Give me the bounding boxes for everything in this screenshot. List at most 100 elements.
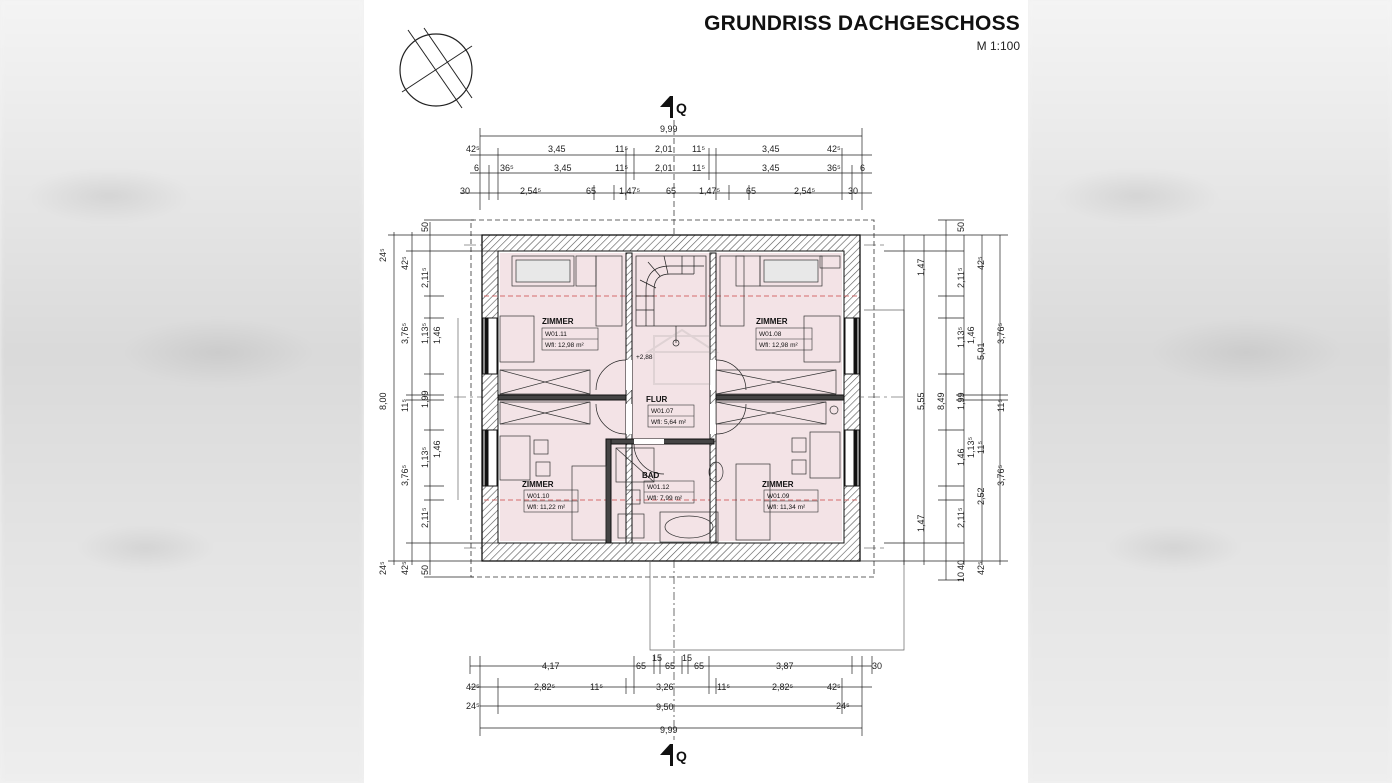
dim-label: 50 bbox=[956, 222, 966, 232]
dim-label: 30 bbox=[460, 186, 470, 196]
dim-label: 42⁵ bbox=[827, 144, 841, 154]
dim-label: 15 bbox=[682, 653, 692, 663]
dimension-labels-top: 9,99 42⁵ 3,45 11⁵ 2,01 11⁵ 3,45 42⁵ 6 36… bbox=[460, 124, 865, 196]
dim-label: 36⁵ bbox=[500, 163, 514, 173]
dim-label: 1,13⁵ bbox=[956, 326, 966, 348]
dim-label: 50 bbox=[420, 565, 430, 575]
dim-label: 42⁵ bbox=[827, 682, 841, 692]
room-label-w0110: ZIMMER W01.10 Wfl: 11,22 m² bbox=[522, 480, 579, 513]
dimension-lines-bottom bbox=[469, 656, 873, 736]
room-label-w0111: ZIMMER W01.11 Wfl: 12,98 m² bbox=[541, 317, 599, 351]
dim-label: 11⁵ bbox=[400, 399, 410, 412]
room-name: ZIMMER bbox=[542, 317, 574, 326]
dim-label: 42⁵ bbox=[976, 256, 986, 270]
dim-label: 1,46 bbox=[432, 440, 442, 458]
dim-label: 1,99 bbox=[956, 392, 966, 410]
dim-label: 11⁵ bbox=[717, 682, 730, 692]
room-label-w0109: ZIMMER W01.09 Wfl: 11,34 m² bbox=[762, 480, 819, 513]
room-name: ZIMMER bbox=[762, 480, 794, 489]
dim-label: 2,82⁵ bbox=[534, 682, 556, 692]
dim-label: 2,01 bbox=[655, 163, 673, 173]
dim-label: 3,45 bbox=[554, 163, 572, 173]
room-label-w0107: FLUR W01.07 Wfl: 5,64 m² bbox=[646, 395, 695, 428]
room-id: W01.10 bbox=[527, 493, 550, 500]
dim-label: 1,47 bbox=[916, 514, 926, 532]
dim-label: 3,26 bbox=[656, 682, 674, 692]
room-id: W01.08 bbox=[759, 331, 782, 338]
blurred-background-right bbox=[1028, 0, 1392, 783]
room-name: ZIMMER bbox=[756, 317, 788, 326]
dim-label: 2,54⁵ bbox=[794, 186, 816, 196]
dim-label: 42⁵ bbox=[466, 682, 480, 692]
dim-label: 30 bbox=[848, 186, 858, 196]
room-area: Wfl: 11,34 m² bbox=[767, 504, 806, 511]
dim-label: 3,45 bbox=[762, 144, 780, 154]
dim-label: 5,01 bbox=[976, 342, 986, 360]
dim-label: 11⁵ bbox=[692, 144, 705, 154]
dim-label: 6 bbox=[474, 163, 479, 173]
room-name: FLUR bbox=[646, 395, 668, 404]
lower-floor-outline bbox=[457, 309, 905, 740]
section-marker-bottom: Q bbox=[660, 744, 687, 766]
dim-label: 24⁵ bbox=[378, 248, 388, 262]
dimension-lines-left bbox=[388, 219, 498, 578]
scale-label: M 1:100 bbox=[976, 39, 1020, 53]
dim-label: 6 bbox=[860, 163, 865, 173]
door-openings bbox=[626, 360, 716, 444]
dim-label: 9,99 bbox=[660, 725, 678, 735]
dim-label: 65 bbox=[694, 661, 704, 671]
dim-label: 9,50 bbox=[656, 702, 674, 712]
bathroom-fixtures bbox=[615, 447, 724, 543]
room-fills bbox=[500, 253, 842, 541]
dim-label: 3,76⁵ bbox=[996, 322, 1006, 344]
dim-label: 65 bbox=[586, 186, 596, 196]
level-marker: +2,88 bbox=[636, 354, 653, 361]
dim-label: 15 bbox=[652, 653, 662, 663]
dim-label: 11⁵ bbox=[996, 399, 1006, 412]
dim-label: 3,45 bbox=[762, 163, 780, 173]
room-area: Wfl: 12,98 m² bbox=[545, 342, 584, 349]
dim-label: 24⁵ bbox=[466, 701, 480, 711]
dim-label: 42⁵ bbox=[466, 144, 480, 154]
dim-label: 36⁵ bbox=[827, 163, 841, 173]
dim-label: 65 bbox=[636, 661, 646, 671]
dim-label: 24⁵ bbox=[378, 561, 388, 575]
dim-label: 1,13⁵ bbox=[420, 446, 430, 468]
floor-plan-sheet: GRUNDRISS DACHGESCHOSS M 1:100 Q Q bbox=[364, 0, 1028, 783]
room-name: BAD bbox=[642, 471, 660, 480]
dimension-labels-bottom: 4,17 65 15 65 15 65 3,87 30 42⁵ 2,82⁵ 11… bbox=[466, 653, 882, 735]
dim-label: 1,13⁵ bbox=[966, 436, 976, 458]
room-label-w0108: ZIMMER W01.08 Wfl: 12,98 m² bbox=[755, 317, 813, 351]
section-marker-label: Q bbox=[676, 100, 687, 116]
staircase bbox=[635, 255, 707, 347]
dim-label: 2,82⁵ bbox=[772, 682, 794, 692]
dimension-lines-top bbox=[460, 120, 872, 240]
dim-label: 1,99 bbox=[420, 390, 430, 408]
dim-label: 2,11⁵ bbox=[420, 507, 430, 528]
room-area: Wfl: 12,98 m² bbox=[759, 342, 798, 349]
dim-label: 4,17 bbox=[542, 661, 560, 671]
room-area: Wfl: 5,64 m² bbox=[651, 419, 687, 426]
dim-label: 2,11⁵ bbox=[956, 267, 966, 288]
floor-plan-drawing: Q Q 9 bbox=[378, 27, 1008, 766]
dim-label: 11⁵ bbox=[976, 441, 986, 454]
dim-label: 11⁵ bbox=[615, 144, 628, 154]
dim-label: 1,13⁵ bbox=[420, 322, 430, 344]
dim-label: 5,55 bbox=[916, 392, 926, 410]
north-arrow-icon bbox=[399, 27, 473, 109]
watermark-logo bbox=[644, 328, 720, 385]
room-area: Wfl: 11,22 m² bbox=[527, 504, 566, 511]
windows bbox=[482, 317, 860, 487]
dim-label: 1,46 bbox=[956, 448, 966, 466]
door-swings bbox=[595, 359, 747, 475]
room-label-w0112: BAD W01.12 Wfl: 7,99 m² bbox=[642, 471, 695, 504]
room-id: W01.12 bbox=[647, 484, 670, 491]
room-id: W01.11 bbox=[545, 331, 567, 338]
dim-label: 1,47 bbox=[916, 258, 926, 276]
dim-label: 2,52 bbox=[976, 487, 986, 505]
dim-label: 50 bbox=[420, 222, 430, 232]
dimension-labels-left: 24⁵ 8,00 24⁵ 42⁵ 3,76⁵ 11⁵ 3,76⁵ 42⁵ 50 … bbox=[378, 222, 442, 575]
dim-label: 3,76⁵ bbox=[996, 464, 1006, 486]
dim-label: 3,76⁵ bbox=[400, 322, 410, 344]
section-marker-top: Q bbox=[660, 96, 687, 118]
